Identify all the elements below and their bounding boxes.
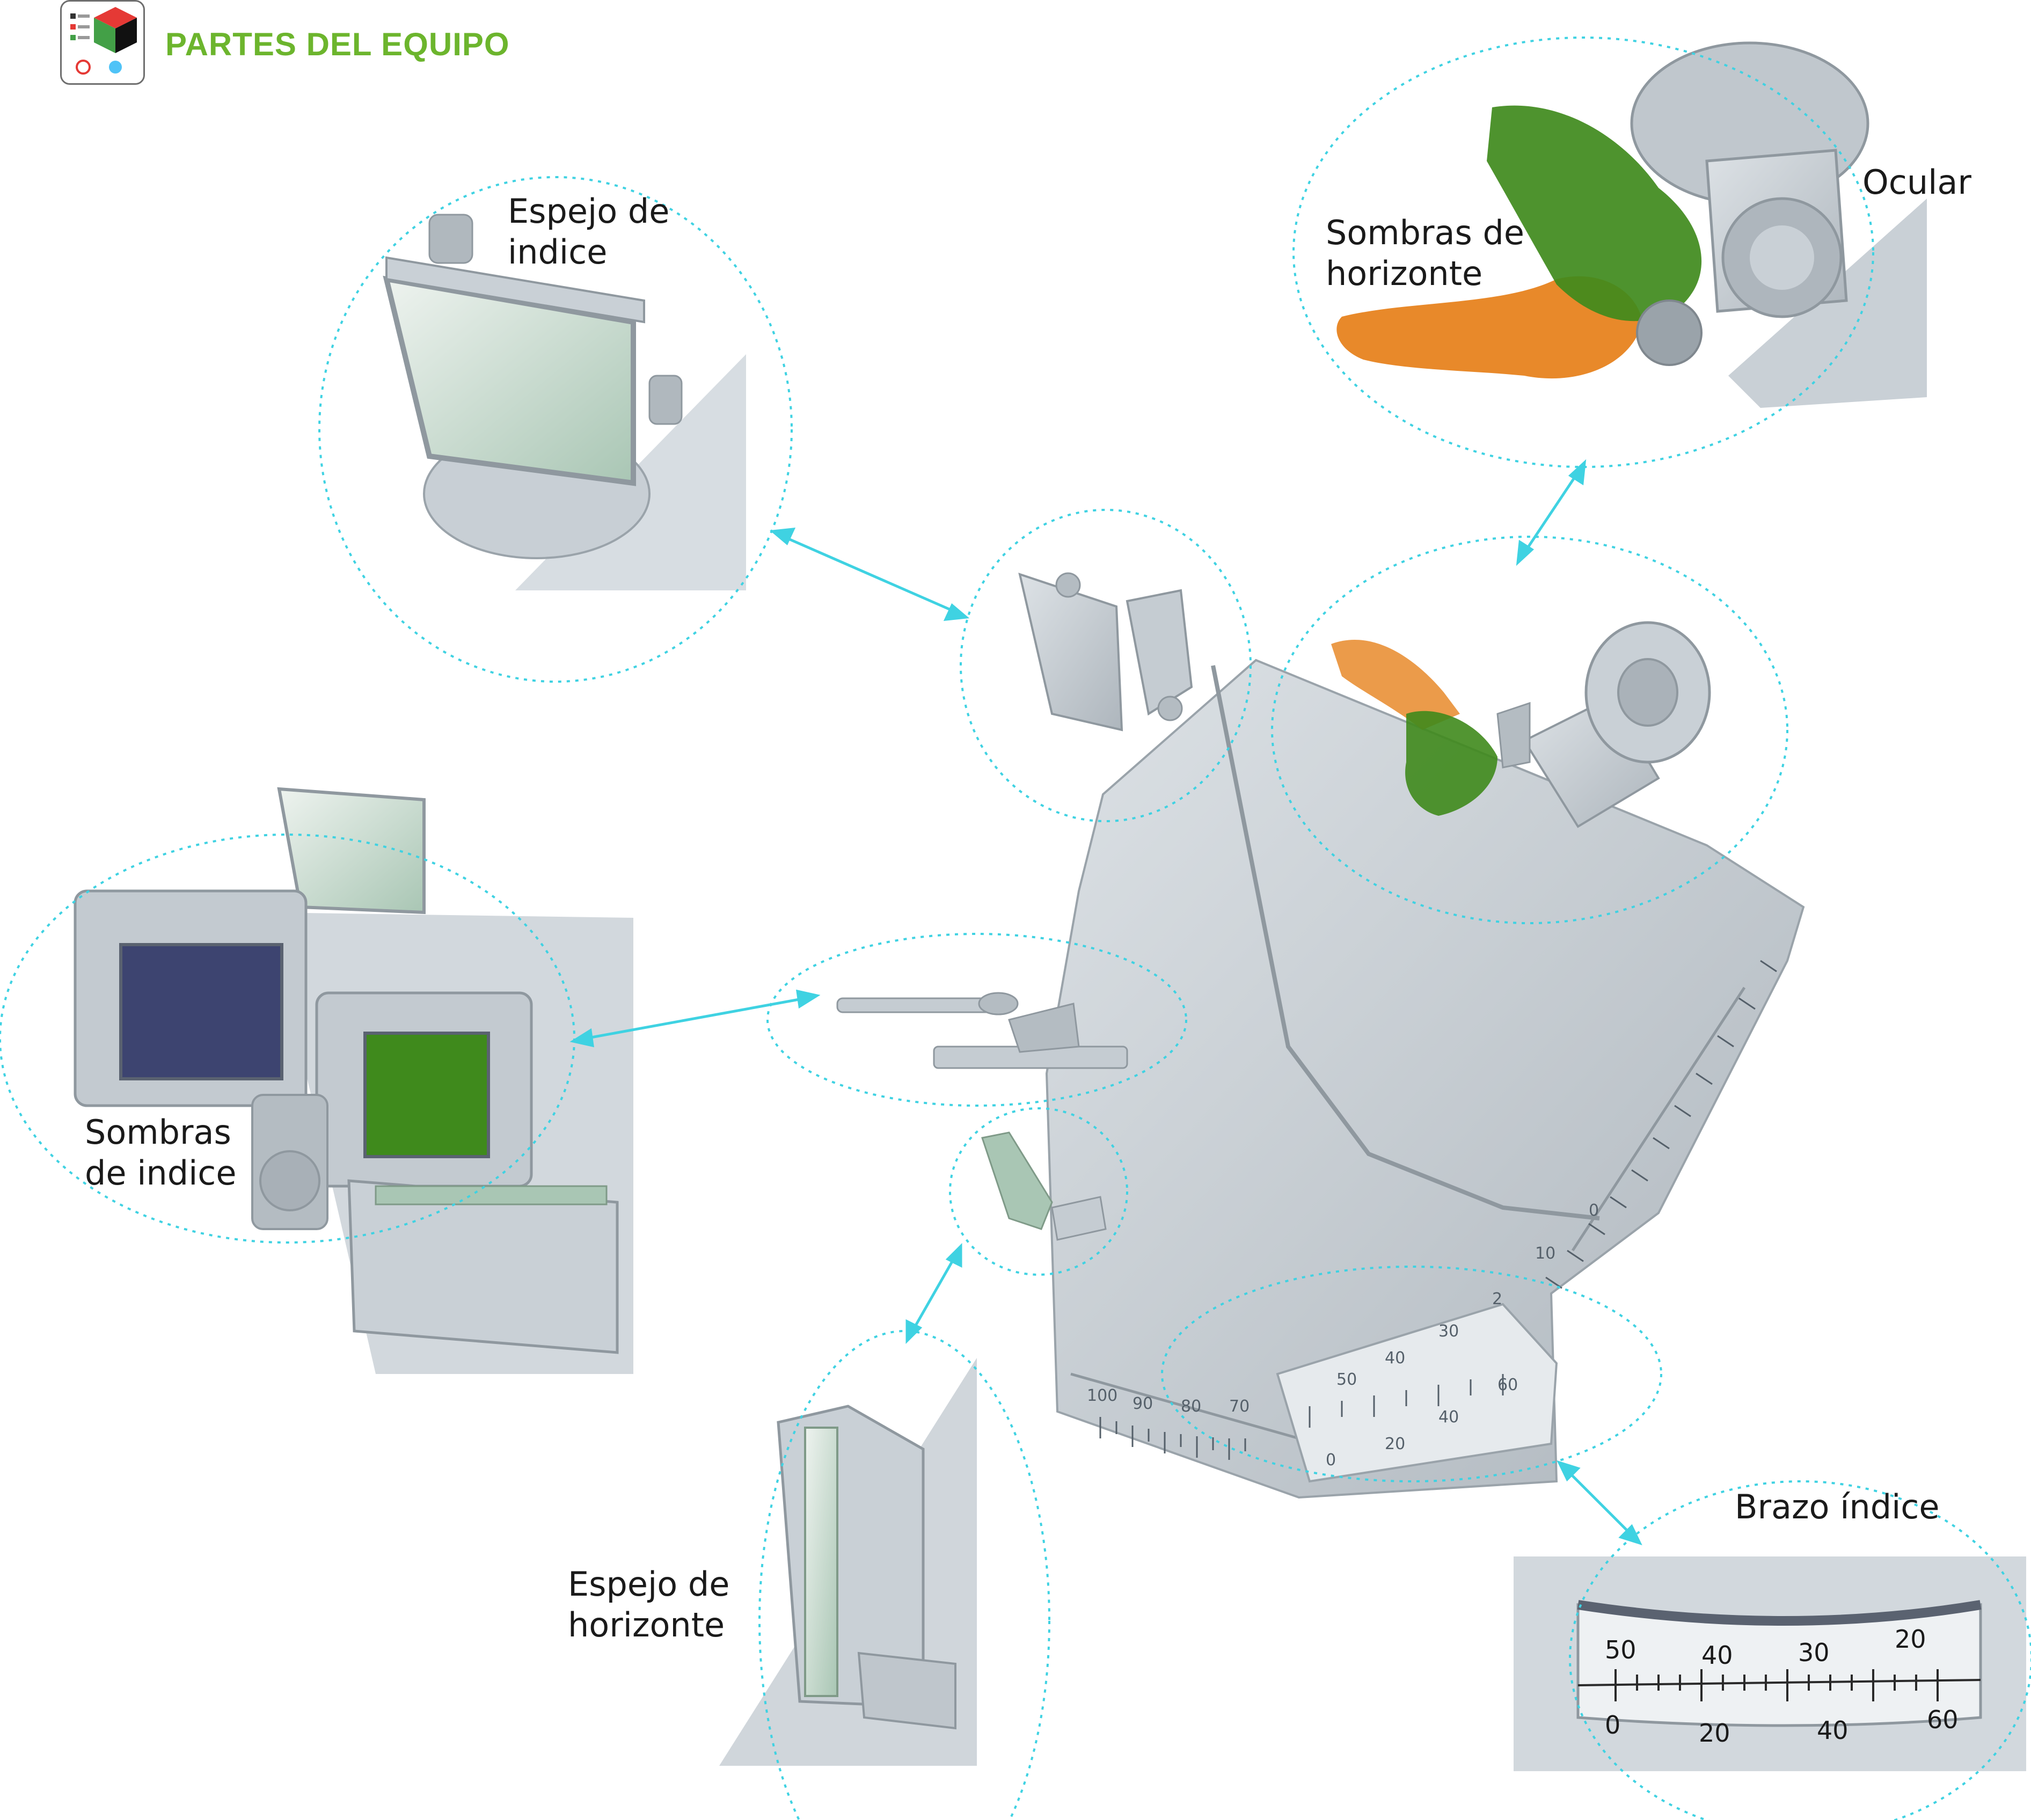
label-eyepiece: Ocular: [1862, 163, 1971, 202]
callout-ellipse-sextant-eyepiece: [1271, 536, 1788, 924]
detail-index-arm: [1514, 1556, 2026, 1771]
detail-top-20: 20: [1895, 1625, 1926, 1654]
detail-index-shades: [74, 787, 633, 1374]
vernier-top-30: 30: [1438, 1322, 1459, 1341]
page-title: PARTES DEL EQUIPO: [165, 26, 510, 62]
connector-index-shades: [569, 989, 821, 1048]
connector-index-arm: [1557, 1460, 1642, 1546]
label-index-shades-line-2: de indice: [85, 1153, 237, 1193]
label-index-arm: Brazo índice: [1735, 1487, 1940, 1526]
arc-label-0: 0: [1589, 1201, 1599, 1220]
arc-label-70: 70: [1229, 1397, 1250, 1416]
detail-bottom-0: 0: [1605, 1711, 1620, 1739]
label-horizon-mirror-line-2: horizonte: [568, 1605, 725, 1644]
callout-ellipse-sextant-index-arm: [1161, 1266, 1662, 1482]
app-logo: [60, 0, 145, 85]
label-horizon-mirror-line-1: Espejo de: [568, 1565, 730, 1604]
detail-top-50: 50: [1605, 1635, 1637, 1664]
arc-label-90: 90: [1133, 1394, 1153, 1413]
label-horizon-shades-line-1: Sombras de: [1326, 213, 1525, 252]
detail-bottom-20: 20: [1699, 1719, 1730, 1748]
arc-label-80: 80: [1181, 1397, 1201, 1416]
callout-ellipse-index-mirror: [318, 176, 793, 683]
callout-ellipse-sextant-index-mirror: [960, 509, 1252, 822]
connector-horizon-shades: [1516, 459, 1587, 566]
index-arm-vernier: [1276, 1303, 1558, 1483]
detail-horizon-mirror: [719, 1358, 977, 1766]
label-horizon-shades-line-2: horizonte: [1326, 254, 1483, 293]
vernier-bottom-60: 60: [1497, 1376, 1518, 1394]
arc-label-100: 100: [1087, 1386, 1117, 1405]
label-horizon-shades: Sombras de horizonte: [1326, 213, 1524, 294]
label-index-mirror: Espejo de indice: [508, 191, 669, 273]
vernier-top-50: 50: [1336, 1370, 1357, 1389]
arc-scale-main: [1099, 1417, 1246, 1460]
vernier-top-40: 40: [1385, 1349, 1405, 1368]
detail-index-mirror: [383, 214, 746, 590]
sextant-shades-eyepiece: [1331, 621, 1711, 828]
detail-bottom-60: 60: [1927, 1705, 1959, 1734]
label-index-mirror-line-1: Espejo de: [508, 192, 670, 231]
vernier-bottom-20: 20: [1385, 1435, 1405, 1453]
callout-ellipse-index-shades: [0, 834, 575, 1244]
arc-label-10: 10: [1535, 1244, 1555, 1263]
sextant-index-shades: [836, 992, 1128, 1069]
label-index-shades-line-1: Sombras: [85, 1113, 231, 1152]
detail-horizon-shades: [1336, 41, 1927, 408]
connector-index-mirror: [769, 528, 970, 621]
callout-ellipse-sextant-index-shades: [766, 933, 1187, 1107]
vernier-bottom-0: 0: [1326, 1451, 1336, 1470]
detail-top-30: 30: [1798, 1638, 1830, 1667]
label-index-mirror-line-2: indice: [508, 232, 608, 272]
detail-bottom-40: 40: [1817, 1716, 1849, 1745]
vernier-top-2: 2: [1492, 1290, 1502, 1309]
sextant-index-mirror: [1018, 572, 1193, 732]
callout-ellipse-horizon-mirror: [758, 1330, 1050, 1820]
vernier-bottom-40: 40: [1438, 1408, 1459, 1427]
detail-top-40: 40: [1701, 1641, 1733, 1670]
callout-ellipse-index-arm: [1569, 1480, 2031, 1820]
label-horizon-mirror: Espejo de horizonte: [568, 1564, 729, 1646]
label-index-shades: Sombras de indice: [85, 1112, 237, 1194]
callout-ellipse-sextant-horizon-mirror: [949, 1107, 1128, 1276]
connector-horizon-mirror: [905, 1242, 962, 1344]
sextant-horizon-mirror: [981, 1131, 1107, 1241]
callout-ellipse-horizon-shades: [1292, 36, 1874, 468]
